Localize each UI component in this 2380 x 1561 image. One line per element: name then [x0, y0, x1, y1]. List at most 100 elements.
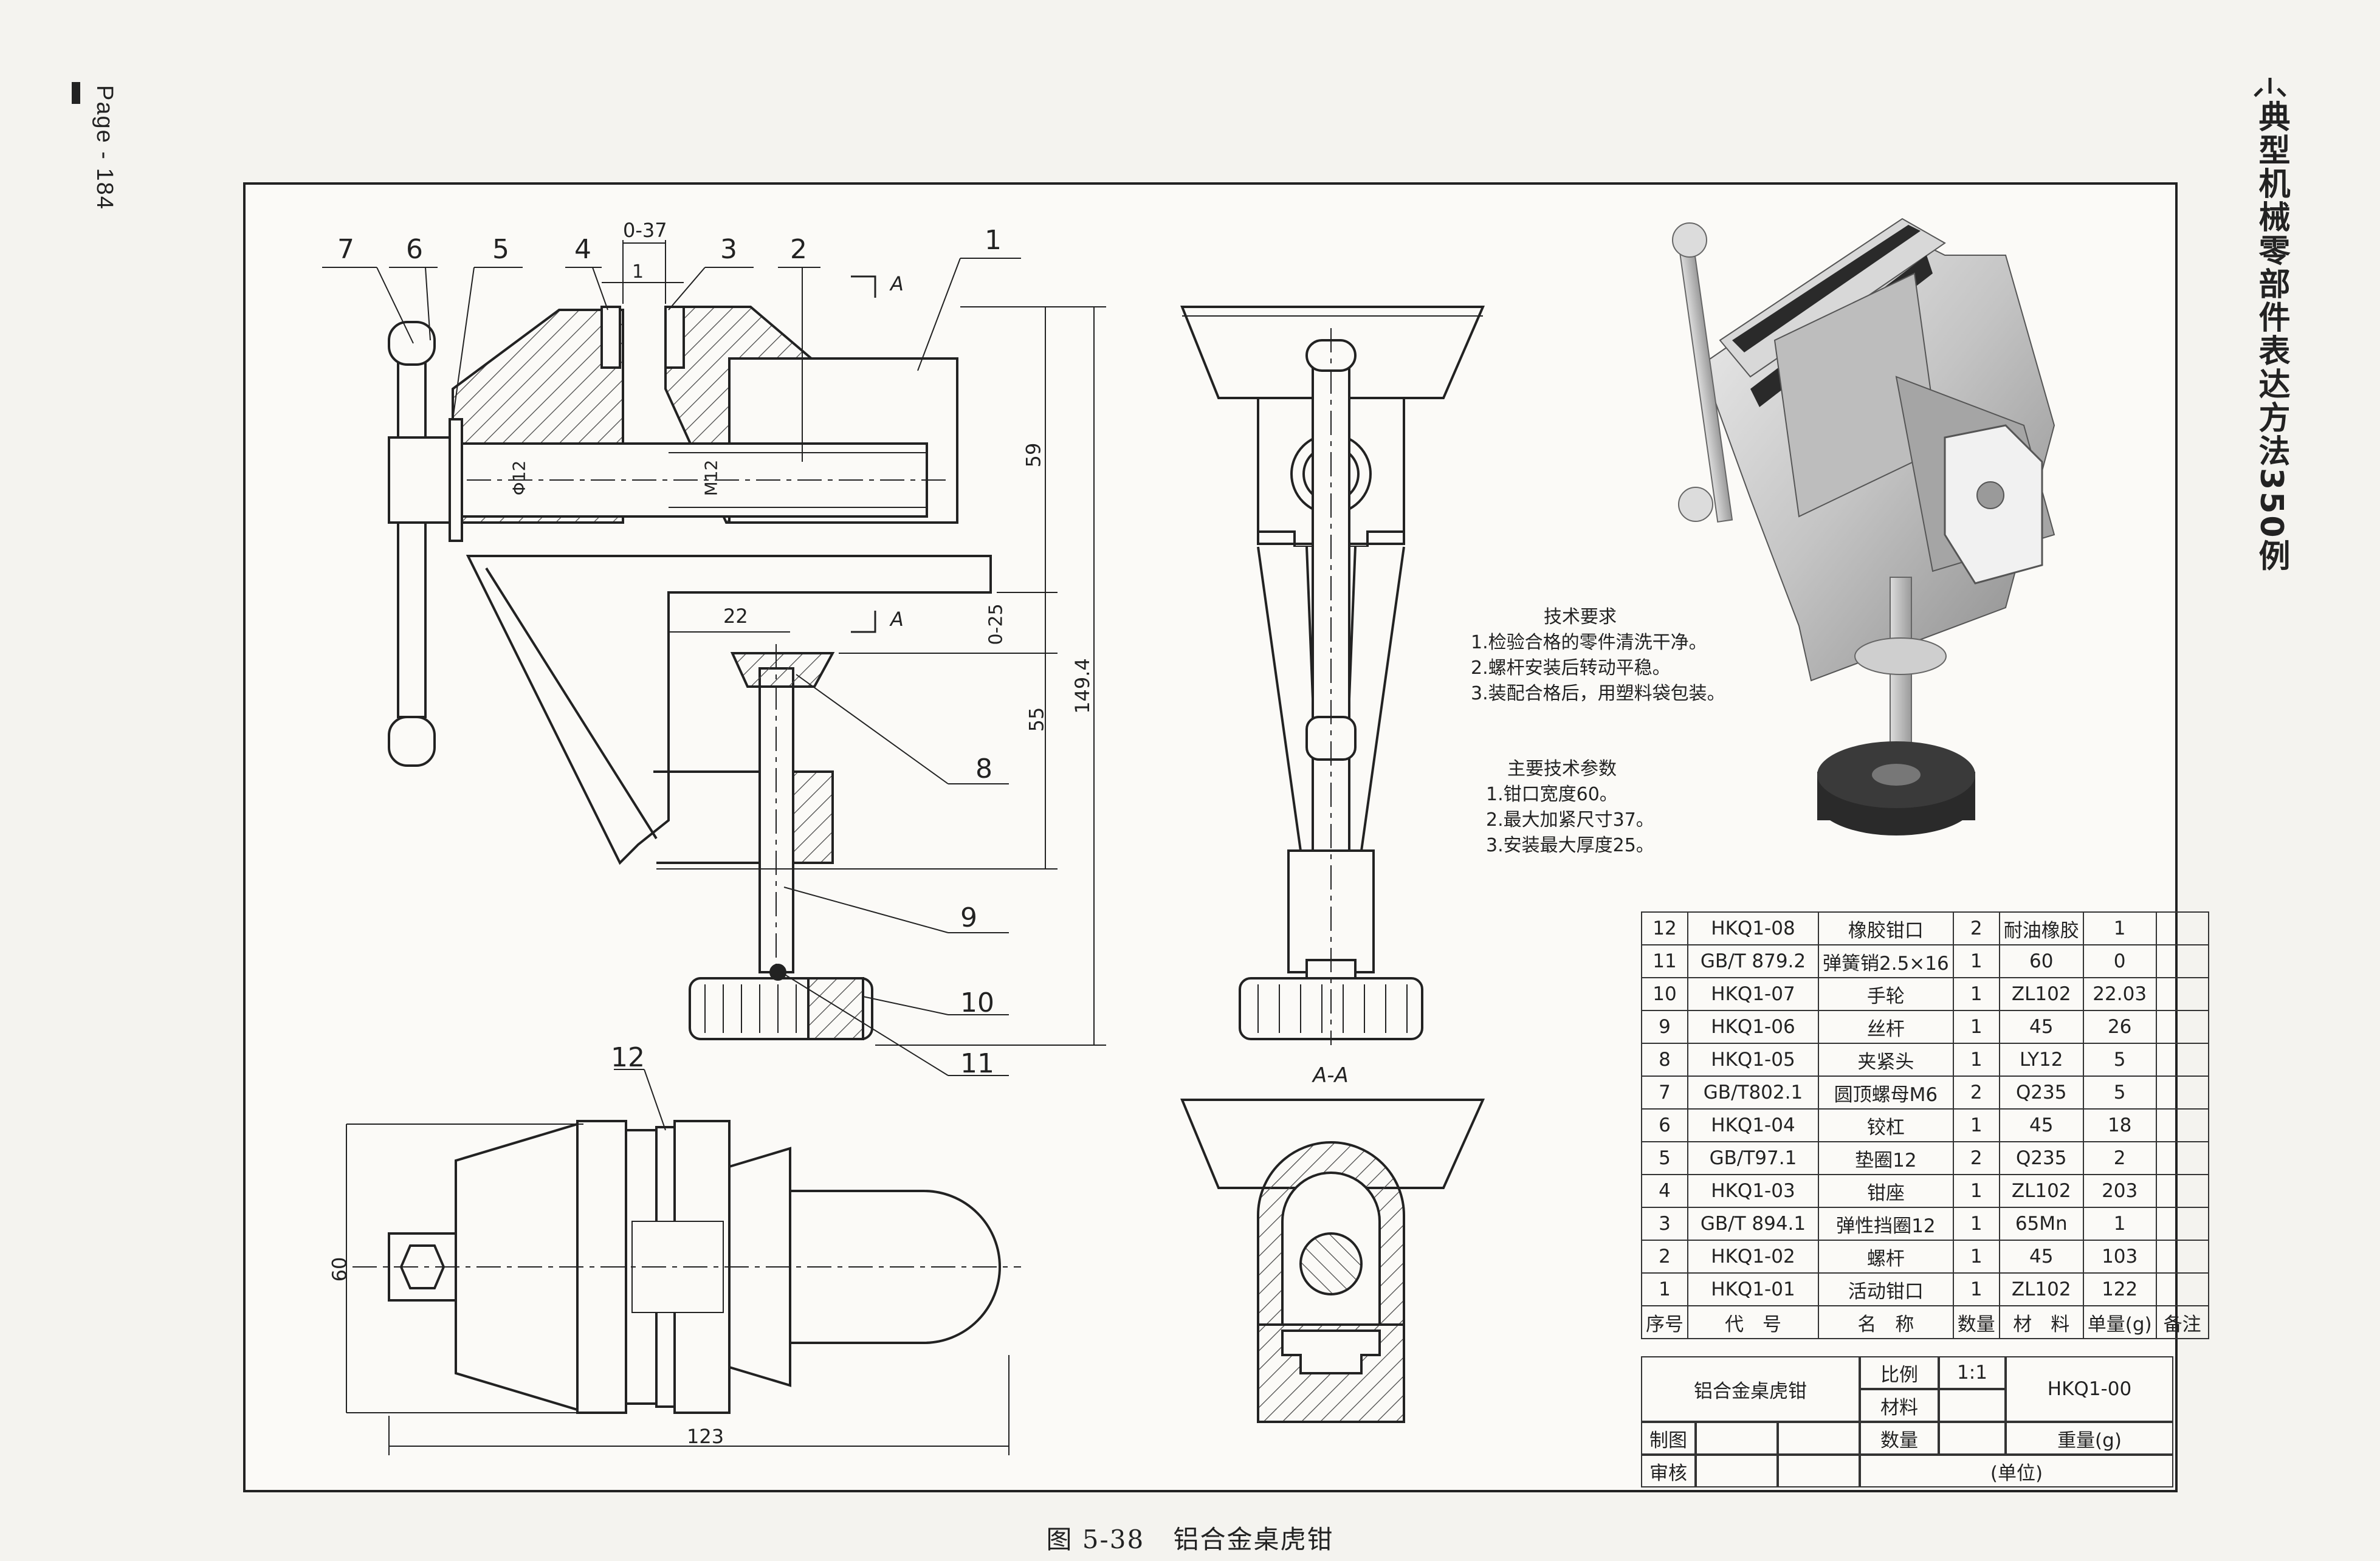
bom-material: 材 料: [1998, 1305, 2084, 1339]
side-view: [1180, 306, 1485, 1045]
bom-name: 垫圈12: [1818, 1141, 1954, 1175]
bom-material: ZL102: [1998, 977, 2084, 1011]
callout-8: 8: [975, 753, 992, 784]
bom-code: HKQ1-05: [1687, 1043, 1819, 1077]
bom-qty: 2: [1952, 1076, 2000, 1110]
bom-weight: 2: [2082, 1141, 2157, 1175]
tech-param-item: 2.最大加紧尺寸37。: [1486, 809, 1654, 831]
title-block: 铝合金桌虎钳 比例 1:1 材料 HKQ1-00 制图 数量 重量(g) 审核 …: [1641, 1356, 2173, 1487]
figure-number: 图 5-38: [1046, 1525, 1145, 1554]
dim-m12: M12: [701, 459, 721, 496]
bom-no: 10: [1641, 977, 1688, 1011]
bom-name: 橡胶钳口: [1818, 911, 1954, 945]
bom-code: HKQ1-07: [1687, 977, 1819, 1011]
dim-1: 1: [632, 261, 644, 283]
dim-0-37: 0-37: [623, 219, 667, 242]
bom-remark: [2155, 1043, 2209, 1077]
checked-by-label: 审核: [1641, 1455, 1696, 1487]
tech-params-heading: 主要技术参数: [1507, 758, 1617, 780]
dim-phi12: Φ12: [509, 460, 529, 496]
bom-weight: 18: [2082, 1108, 2157, 1142]
tech-requirement-item: 1.检验合格的零件清洗干净。: [1471, 632, 1707, 653]
bom-code: GB/T802.1: [1687, 1076, 1819, 1110]
bom-qty: 数量: [1952, 1305, 2000, 1339]
bom-no: 12: [1641, 911, 1688, 945]
tech-requirements-heading: 技术要求: [1544, 606, 1617, 628]
bom-code: HKQ1-03: [1687, 1174, 1819, 1208]
bom-weight: 5: [2082, 1043, 2157, 1077]
bom-name: 夹紧头: [1818, 1043, 1954, 1077]
bom-name: 铰杠: [1818, 1108, 1954, 1142]
scale-value: 1:1: [1939, 1356, 2006, 1389]
quantity-label: 数量: [1860, 1422, 1939, 1455]
tech-requirement-item: 3.装配合格后，用塑料袋包装。: [1471, 683, 1725, 704]
bom-material: ZL102: [1998, 1272, 2084, 1306]
bom-no: 11: [1641, 944, 1688, 978]
section-mark-bottom: A: [890, 608, 904, 631]
bom-code: HKQ1-04: [1687, 1108, 1819, 1142]
bom-no: 5: [1641, 1141, 1688, 1175]
bom-code: HKQ1-01: [1687, 1272, 1819, 1306]
bom-remark: 备注: [2155, 1305, 2209, 1339]
page-marker: [72, 82, 80, 104]
bom-weight: 1: [2082, 911, 2157, 945]
bom-weight: 203: [2082, 1174, 2157, 1208]
figure-caption: 图 5-38 铝合金桌虎钳: [0, 1519, 2380, 1556]
bom-material: 45: [1998, 1108, 2084, 1142]
bom-weight: 26: [2082, 1010, 2157, 1044]
bom-remark: [2155, 1108, 2209, 1142]
bom-qty: 1: [1952, 1043, 2000, 1077]
bom-name: 手轮: [1818, 977, 1954, 1011]
bom-remark: [2155, 1207, 2209, 1241]
dim-60: 60: [328, 1257, 351, 1282]
bom-qty: 1: [1952, 1108, 2000, 1142]
callout-11: 11: [960, 1048, 994, 1079]
bom-code: GB/T97.1: [1687, 1141, 1819, 1175]
unit-label: (单位): [1860, 1455, 2173, 1487]
sparkle-icon: [2254, 78, 2286, 97]
section-mark-top: A: [890, 272, 904, 295]
bom-weight: 22.03: [2082, 977, 2157, 1011]
callout-7: 7: [337, 234, 354, 265]
bom-weight: 0: [2082, 944, 2157, 978]
bom-remark: [2155, 944, 2209, 978]
bom-weight: 103: [2082, 1240, 2157, 1274]
bom-weight: 1: [2082, 1207, 2157, 1241]
bom-code: HKQ1-06: [1687, 1010, 1819, 1044]
book-title: 典型机械零部件表达方法350例: [2253, 100, 2289, 573]
bom-qty: 1: [1952, 977, 2000, 1011]
callout-3: 3: [720, 234, 737, 265]
bom-weight: 5: [2082, 1076, 2157, 1110]
callout-1: 1: [985, 225, 1002, 256]
bom-material: 65Mn: [1998, 1207, 2084, 1241]
bom-code: GB/T 879.2: [1687, 944, 1819, 978]
vise-3d-render: [1672, 218, 2055, 835]
bom-material: 耐油橡胶: [1998, 911, 2084, 945]
material-value: [1939, 1389, 2006, 1422]
tech-requirement-item: 2.螺杆安装后转动平稳。: [1471, 657, 1671, 679]
bom-no: 4: [1641, 1174, 1688, 1208]
bom-name: 活动钳口: [1818, 1272, 1954, 1306]
bom-remark: [2155, 1240, 2209, 1274]
bom-name: 钳座: [1818, 1174, 1954, 1208]
bom-remark: [2155, 1141, 2209, 1175]
bom-remark: [2155, 977, 2209, 1011]
checked-by-value: [1696, 1455, 1778, 1487]
callout-4: 4: [574, 234, 591, 265]
figure-name: 铝合金桌虎钳: [1173, 1525, 1334, 1554]
weight-label: 重量(g): [2006, 1422, 2173, 1455]
dim-0-25: 0-25: [985, 603, 1007, 645]
bom-material: Q235: [1998, 1141, 2084, 1175]
bom-code: 代 号: [1687, 1305, 1819, 1339]
bom-material: Q235: [1998, 1076, 2084, 1110]
bom-no: 2: [1641, 1240, 1688, 1274]
section-title: A-A: [1313, 1063, 1349, 1088]
drawing-number: HKQ1-00: [2006, 1356, 2173, 1422]
